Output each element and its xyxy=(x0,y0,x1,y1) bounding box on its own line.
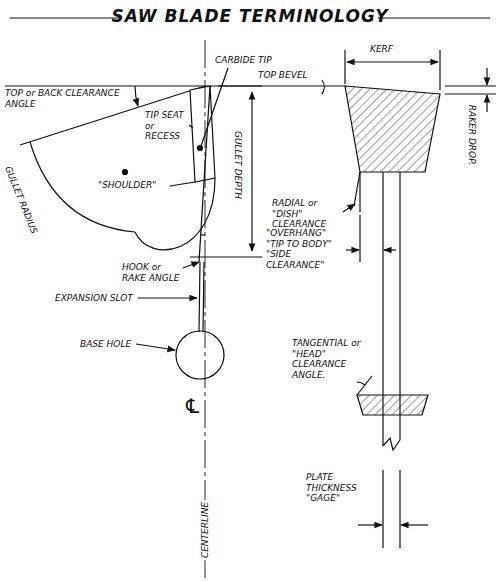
dimension-label: RAKER DROP. xyxy=(467,105,478,165)
centerline-label: CENTERLINE xyxy=(200,500,211,560)
clearance-label: RADIAL or "DISH" CLEARANCE xyxy=(272,198,342,230)
dimension-label: KERF xyxy=(370,44,393,55)
gullet-depth-dimension xyxy=(190,86,262,257)
clearance-label: "OVERHANG" "TIP TO BODY" "SIDE CLEARANCE… xyxy=(266,228,346,270)
centerline-symbol: ℄ xyxy=(186,396,199,416)
dimension-label: PLATE THICKNESS "GAGE" xyxy=(306,472,386,504)
part-label: GULLET RADIUS xyxy=(3,165,40,236)
dimension-label: GULLET DEPTH xyxy=(233,131,244,199)
angle-label: TANGENTIAL or "HEAD" CLEARANCE ANGLE. xyxy=(292,338,372,380)
part-label: EXPANSION SLOT xyxy=(55,293,133,304)
part-label: TIP SEAT or RECESS xyxy=(145,110,187,142)
part-label: CARBIDE TIP xyxy=(215,55,272,66)
diagram-title: SAW BLADE TERMINOLOGY xyxy=(0,6,500,26)
angle-label: HOOK or RAKE ANGLE xyxy=(122,262,182,283)
part-label: "SHOULDER" xyxy=(98,180,156,191)
part-label: BASE HOLE xyxy=(80,339,131,350)
plate-section xyxy=(357,172,428,548)
angle-label: TOP BEVEL xyxy=(258,70,308,81)
tip-section xyxy=(322,50,496,262)
angle-label: TOP or BACK CLEARANCE ANGLE xyxy=(5,88,130,109)
centerline-slot-hole xyxy=(136,40,224,578)
